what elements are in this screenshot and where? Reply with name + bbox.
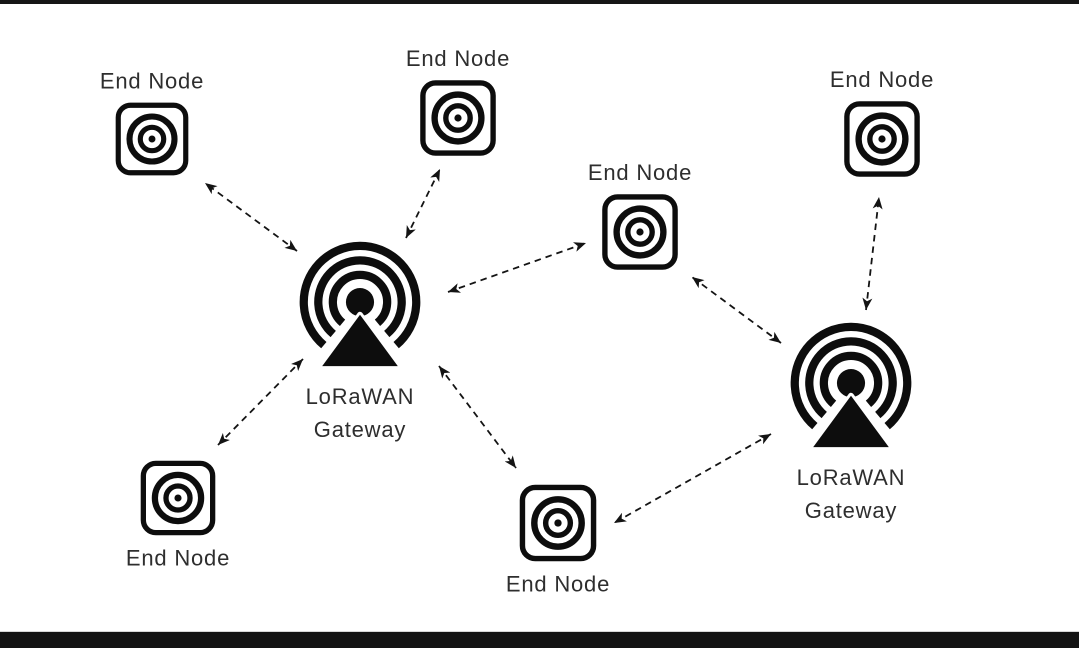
dashed-bidirectional-arrow <box>613 433 772 524</box>
dashed-bidirectional-arrow <box>204 182 298 252</box>
gateway-label-line2: Gateway <box>804 498 898 523</box>
end-node-label: End Node <box>405 46 511 71</box>
wireless-gateway-icon <box>296 241 424 369</box>
dashed-bidirectional-arrow <box>691 276 782 344</box>
end-node-middle: End Node <box>588 160 691 271</box>
dashed-bidirectional-arrow <box>447 242 587 293</box>
bullseye-target-icon <box>843 100 921 178</box>
end-node-label: End Node <box>587 160 693 185</box>
bullseye-target-icon <box>601 193 679 271</box>
end-node-top-left: End Node <box>100 69 203 177</box>
end-node-label: End Node <box>99 68 205 94</box>
gateway-label: LoRaWAN Gateway <box>306 380 415 446</box>
end-node-bottom-center: End Node <box>506 484 609 597</box>
bullseye-target-icon <box>115 102 190 177</box>
lorawan-gateway-left: LoRaWAN Gateway <box>296 241 424 442</box>
end-node-bottom-left: End Node <box>126 460 229 571</box>
gateway-label-line1: LoRaWAN <box>796 465 906 490</box>
dashed-bidirectional-arrow <box>405 168 441 239</box>
end-node-top-center: End Node <box>406 46 509 157</box>
bullseye-target-icon <box>519 484 598 563</box>
bullseye-target-icon <box>140 460 217 537</box>
end-node-label: End Node <box>125 545 231 571</box>
top-border-bar <box>0 0 1079 4</box>
end-node-label: End Node <box>505 571 611 597</box>
lorawan-gateway-right: LoRaWAN Gateway <box>787 322 915 523</box>
bottom-border-bar <box>0 631 1079 648</box>
bullseye-target-icon <box>419 79 497 157</box>
dashed-bidirectional-arrow <box>438 365 517 469</box>
gateway-label-line2: Gateway <box>313 417 407 442</box>
end-node-top-right: End Node <box>830 67 933 178</box>
gateway-label: LoRaWAN Gateway <box>797 461 906 527</box>
end-node-label: End Node <box>829 67 935 92</box>
gateway-label-line1: LoRaWAN <box>305 384 415 409</box>
wireless-gateway-icon <box>787 322 915 450</box>
dashed-bidirectional-arrow <box>862 196 883 311</box>
dashed-bidirectional-arrow <box>217 358 304 446</box>
